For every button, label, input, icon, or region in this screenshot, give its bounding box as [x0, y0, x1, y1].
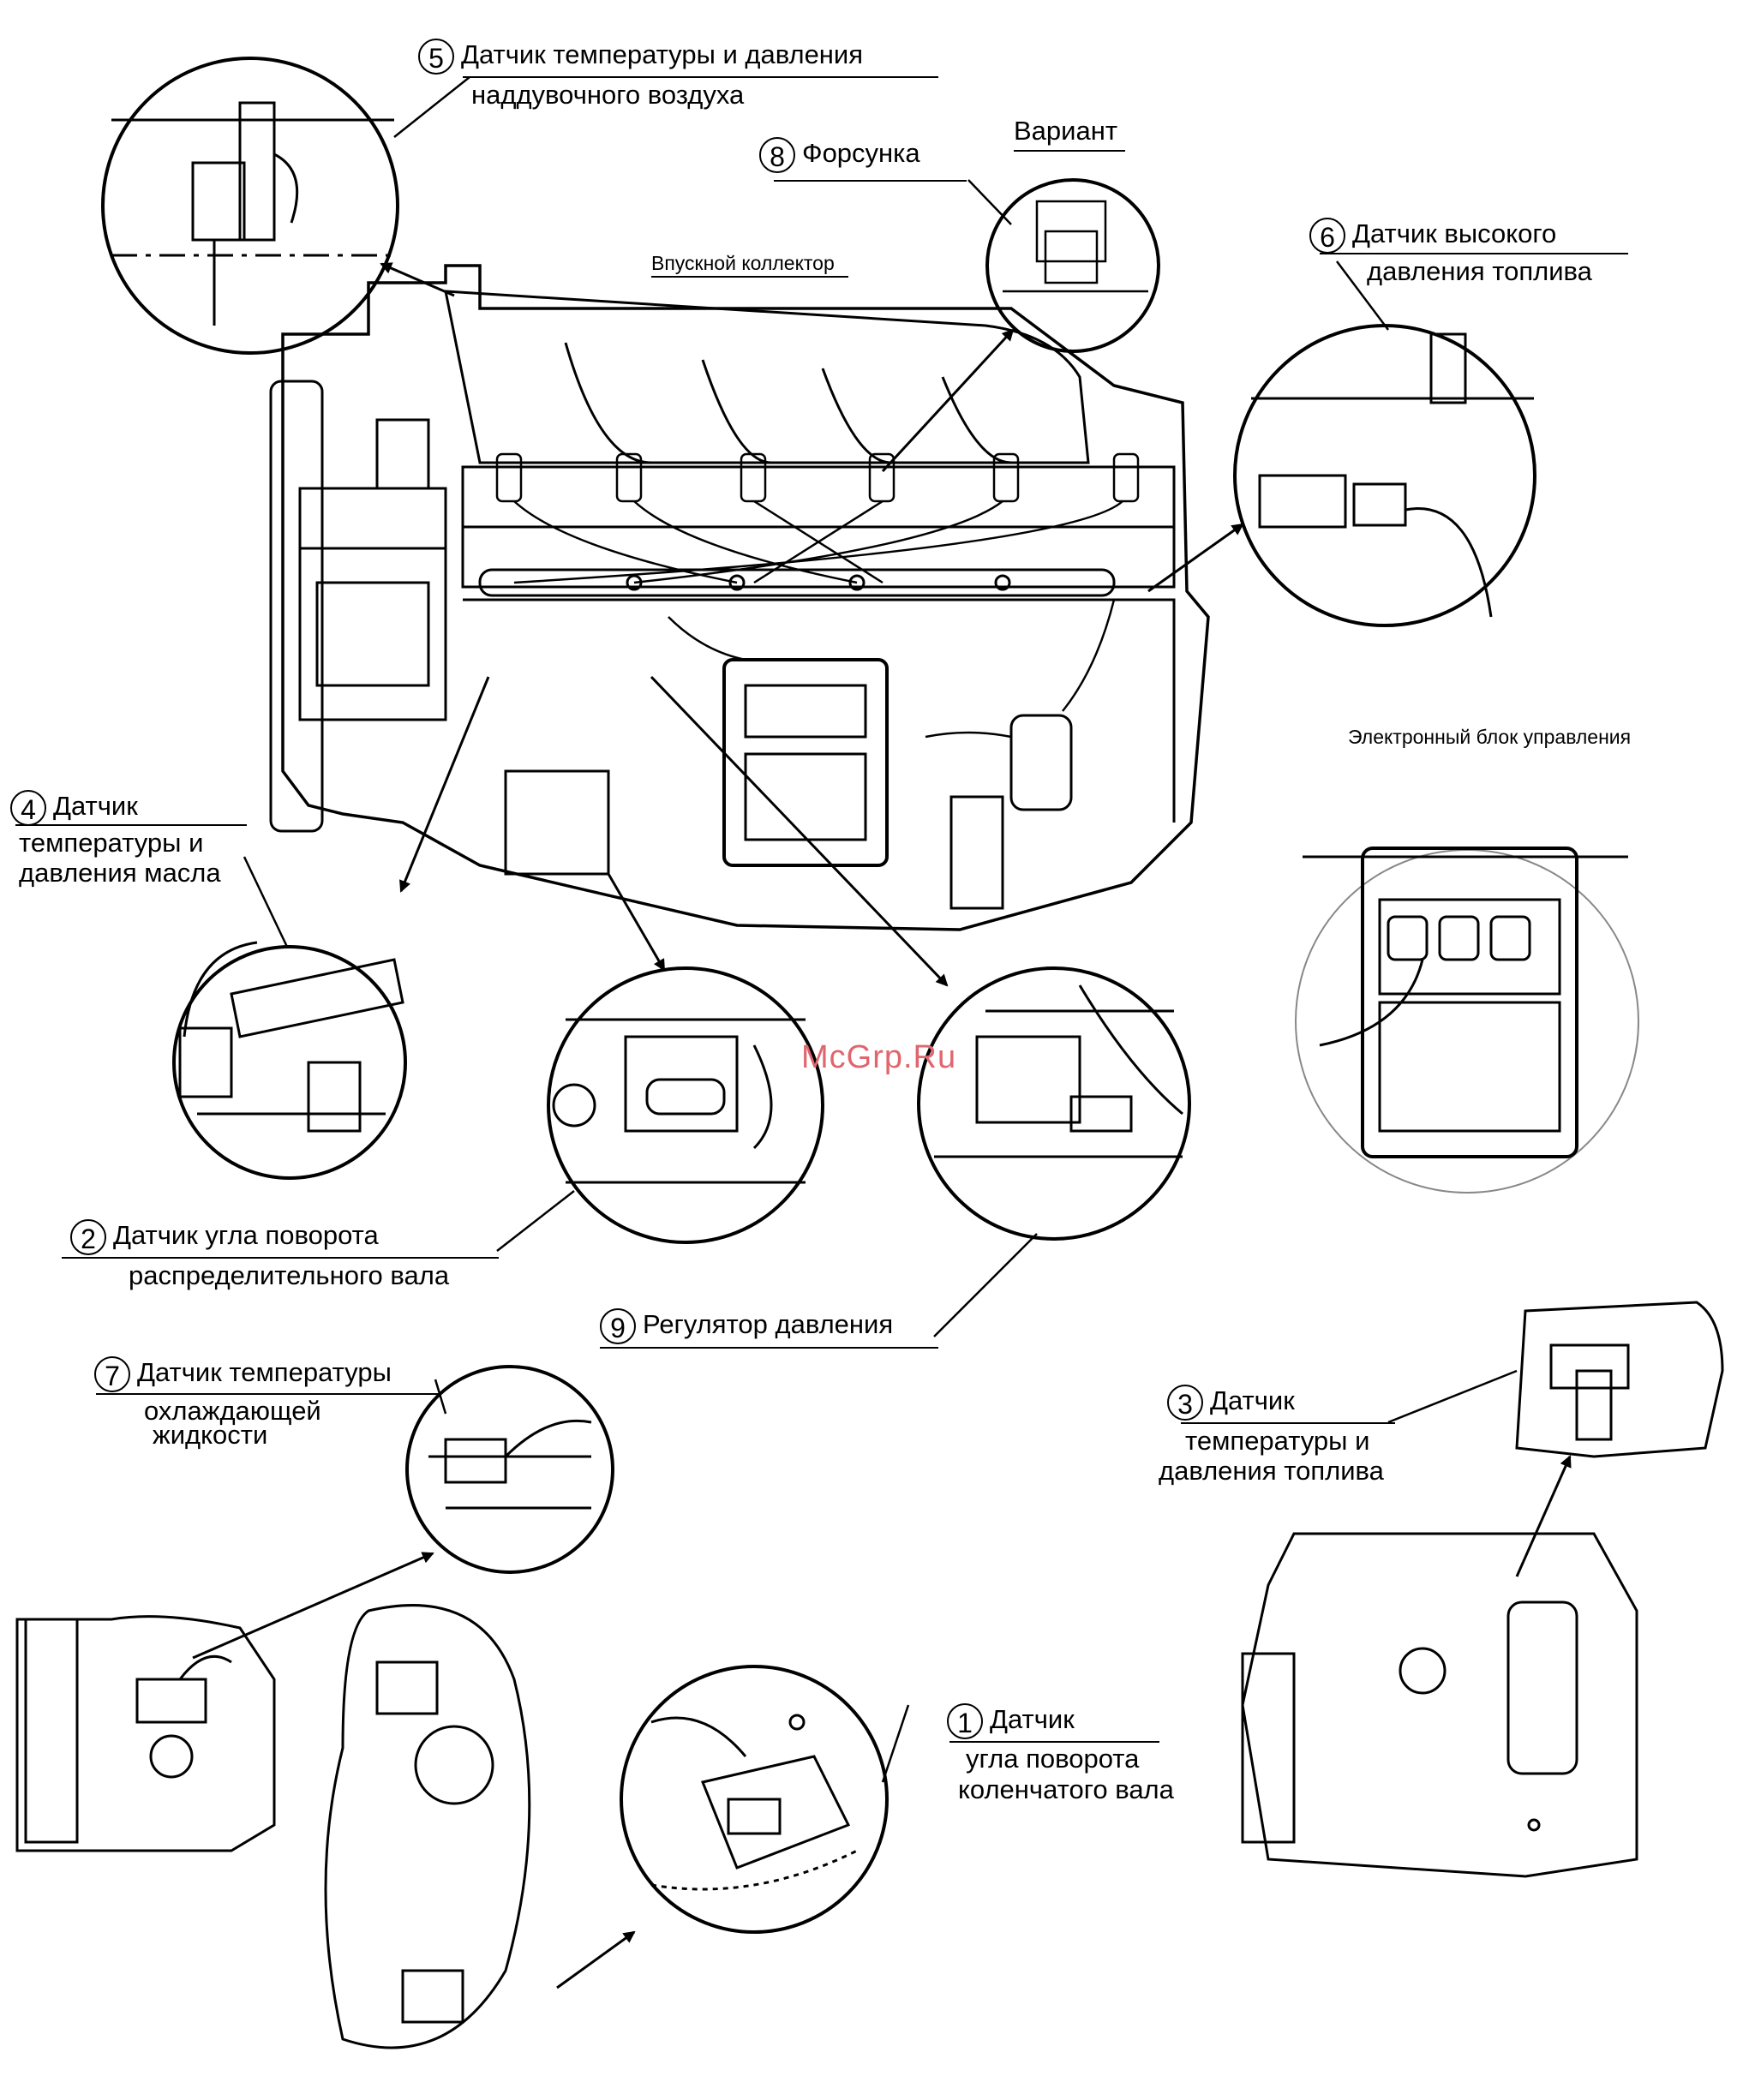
label-variant: Вариант — [1014, 116, 1118, 146]
callout-number-2: 2 — [70, 1219, 106, 1255]
underline — [15, 824, 247, 826]
label-sensor-6-line2: давления топлива — [1367, 256, 1592, 286]
label-sensor-3-line2: температуры и — [1185, 1426, 1370, 1456]
callout-number-3: 3 — [1167, 1385, 1203, 1421]
detail-circle — [101, 57, 1639, 1934]
front-cover-drawing — [15, 1604, 531, 2049]
label-sensor-7-line2: охлаждающей — [144, 1396, 321, 1426]
main-engine — [269, 264, 1210, 931]
callout-number-7: 7 — [94, 1356, 130, 1392]
label-sensor-1-line3: коленчатого вала — [958, 1774, 1174, 1804]
label-sensor-3-line3: давления топлива — [1159, 1456, 1384, 1486]
callout-number-4: 4 — [10, 790, 46, 826]
label-sensor-7-line3: жидкости — [153, 1420, 268, 1450]
label-ecu: Электронный блок управления — [1348, 726, 1632, 748]
callout-number-6: 6 — [1309, 218, 1345, 254]
leader-line — [243, 76, 1518, 1783]
callout-number-1: 1 — [947, 1703, 983, 1739]
fuel-filter-drawing — [1241, 1301, 1724, 1878]
underline — [1181, 1422, 1395, 1424]
label-sensor-4-line2: температуры и — [19, 828, 204, 858]
underline — [96, 1393, 439, 1395]
underline — [62, 1257, 499, 1259]
callout-number-5: 5 — [418, 39, 454, 75]
underline — [1320, 253, 1628, 254]
callout-number-9: 9 — [600, 1308, 636, 1344]
underline — [1014, 150, 1125, 152]
label-sensor-2-line2: распределительного вала — [129, 1260, 450, 1290]
label-intake-manifold: Впускной коллектор — [651, 252, 835, 274]
underline — [949, 1741, 1159, 1743]
underline — [600, 1347, 938, 1349]
arrow — [192, 262, 1572, 1989]
underline — [651, 276, 848, 278]
watermark: McGrp.Ru — [801, 1039, 957, 1075]
underline — [774, 180, 967, 182]
label-sensor-1-line2: угла поворота — [966, 1744, 1140, 1774]
underline — [463, 76, 938, 78]
callout-number-8: 8 — [759, 137, 795, 173]
label-sensor-5-line2: наддувочного воздуха — [471, 80, 745, 110]
label-sensor-4-line3: давления масла — [19, 858, 221, 888]
